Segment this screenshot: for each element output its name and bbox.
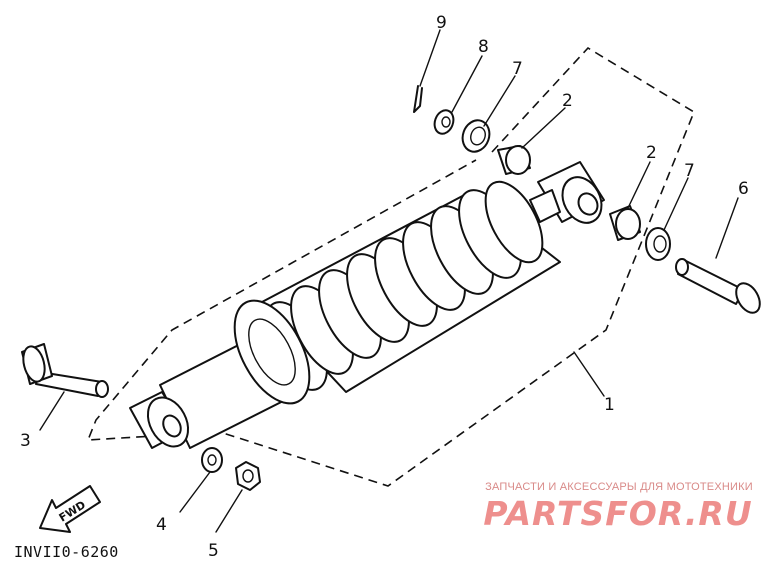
washer-part-7-right (645, 227, 671, 261)
pin-part-6 (675, 258, 761, 314)
callout-9: 9 (436, 13, 447, 33)
callout-8: 8 (478, 37, 489, 57)
washer-part-7-upper (461, 119, 491, 153)
callout-2-right: 2 (646, 143, 657, 163)
callout-7-upper: 7 (512, 59, 523, 79)
fwd-arrow: FWD (39, 485, 101, 533)
callout-6: 6 (738, 179, 749, 199)
plate-washer-part-8 (433, 109, 455, 135)
washer-part-4 (201, 447, 223, 473)
callout-2-upper: 2 (562, 91, 573, 111)
collar-part-right (609, 205, 641, 241)
nut-part-5 (235, 461, 261, 491)
leader-lines (39, 29, 739, 533)
assembly-boundary (86, 46, 695, 487)
callout-5: 5 (208, 541, 219, 561)
coil-spring (261, 180, 561, 393)
bolt-part (21, 343, 109, 398)
callout-3: 3 (20, 431, 31, 451)
callout-1: 1 (604, 395, 615, 415)
callout-7-right: 7 (684, 161, 695, 181)
watermark-tagline: ЗАПЧАСТИ И АКСЕССУАРЫ ДЛЯ МОТОТЕХНИКИ (485, 481, 753, 493)
cotter-pin-part-9 (413, 85, 423, 113)
collar-part-upper (497, 145, 531, 175)
shock-absorber (129, 161, 605, 449)
watermark-brand: PARTSFOR.RU (483, 494, 753, 533)
drawing-code: INVII0-6260 (14, 543, 119, 561)
callout-4: 4 (156, 515, 167, 535)
